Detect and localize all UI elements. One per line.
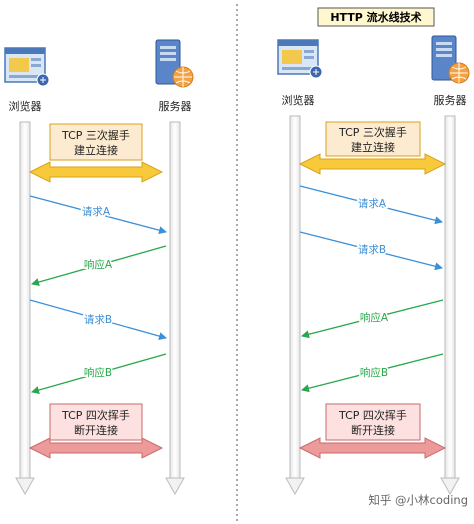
handshake-line-1: TCP 三次握手 <box>61 128 130 142</box>
response-a-label: 响应A <box>84 258 113 271</box>
handshake-arrow <box>28 161 164 183</box>
watermark: 知乎 @小林coding <box>368 493 468 507</box>
response-b-label: 响应B <box>360 366 388 379</box>
left-panel: 浏览器 服务器 TCP 三次握手 建立连接 请求A 响应A 请求B 响应B <box>4 39 194 496</box>
diagram-title: HTTP 流水线技术 <box>330 10 421 24</box>
request-a-arrow <box>299 185 443 225</box>
handshake-line-2: 建立连接 <box>74 143 118 157</box>
request-b-label: 请求B <box>84 313 112 326</box>
right-panel: 浏览器 服务器 TCP 三次握手 建立连接 请求A 请求B 响应A 响应B TC… <box>277 35 470 496</box>
response-a-arrow <box>301 299 444 339</box>
handshake-box <box>49 123 143 161</box>
handshake-arrow <box>298 153 447 175</box>
response-a-arrow <box>31 245 167 286</box>
server-lifeline <box>165 121 185 496</box>
teardown-line-1: TCP 四次挥手 <box>338 408 407 422</box>
teardown-line-2: 断开连接 <box>74 423 118 437</box>
handshake-line-2: 建立连接 <box>351 140 395 154</box>
handshake-line-1: TCP 三次握手 <box>338 125 407 139</box>
browser-lifeline <box>15 121 35 496</box>
request-a-label: 请求A <box>358 197 387 210</box>
browser-window-icon <box>4 47 50 87</box>
handshake-box <box>325 121 421 157</box>
browser-label: 浏览器 <box>9 99 42 113</box>
teardown-line-2: 断开连接 <box>351 423 395 437</box>
browser-label: 浏览器 <box>282 93 315 107</box>
browser-lifeline <box>285 115 305 496</box>
request-b-arrow <box>29 299 167 340</box>
server-lifeline <box>440 115 460 496</box>
request-a-arrow <box>29 195 167 235</box>
request-a-label: 请求A <box>82 205 111 218</box>
response-b-arrow <box>301 353 444 393</box>
server-label: 服务器 <box>434 94 467 107</box>
teardown-arrow <box>298 437 447 459</box>
browser-window-icon <box>277 39 323 79</box>
server-globe-icon <box>155 39 194 88</box>
response-a-label: 响应A <box>360 311 389 324</box>
teardown-box <box>49 403 143 441</box>
teardown-line-1: TCP 四次挥手 <box>61 408 130 422</box>
request-b-label: 请求B <box>358 243 386 256</box>
title-box <box>317 7 435 27</box>
request-b-arrow <box>299 231 443 271</box>
server-label: 服务器 <box>159 100 192 113</box>
server-globe-icon <box>431 35 470 84</box>
teardown-arrow <box>28 437 164 459</box>
response-b-label: 响应B <box>84 366 112 379</box>
response-b-arrow <box>31 353 167 394</box>
teardown-box <box>325 403 421 441</box>
